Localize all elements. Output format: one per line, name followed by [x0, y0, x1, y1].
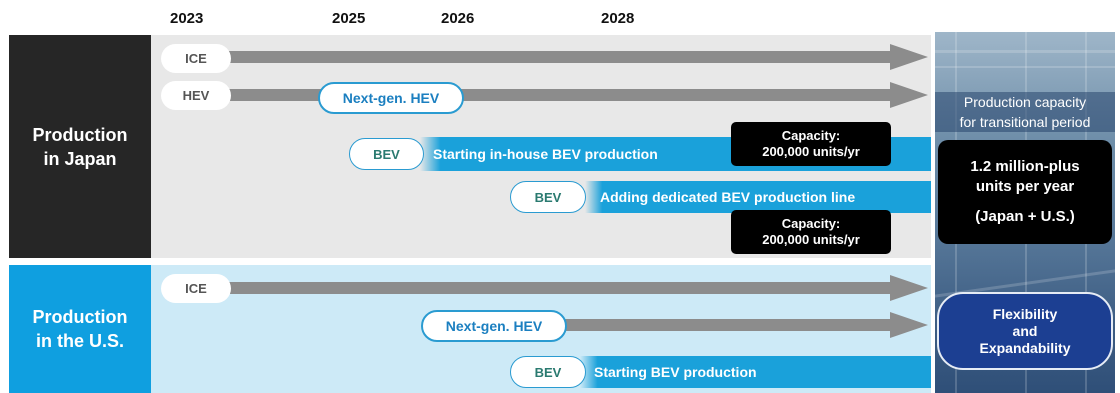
flex-line2: and	[1012, 322, 1038, 339]
us-bev-bar	[580, 356, 931, 388]
japan-hev-arrow	[205, 82, 928, 108]
japan-hev-pill: HEV	[161, 81, 231, 110]
total-capacity-line2: units per year	[975, 178, 1075, 195]
flexibility-box: Flexibility and Expandability	[937, 292, 1113, 370]
japan-bev1-text: Starting in-house BEV production	[433, 146, 658, 162]
japan-bev1-capacity-label: Capacity:	[781, 128, 841, 143]
japan-row-label: Production in Japan	[9, 35, 151, 258]
year-2028: 2028	[601, 10, 635, 27]
us-label-line1: Production	[32, 307, 128, 327]
us-row-label: Production in the U.S.	[9, 265, 151, 393]
japan-label-line2: in Japan	[43, 148, 117, 169]
japan-ice-pill: ICE	[161, 44, 231, 73]
japan-bev1-capacity-value: 200,000 units/yr	[762, 144, 860, 159]
us-hev-arrow	[540, 312, 928, 338]
japan-bev2-capacity-label: Capacity:	[781, 216, 841, 231]
japan-bev2-capacity-box: Capacity: 200,000 units/yr	[731, 210, 891, 254]
us-ice-pill: ICE	[161, 274, 231, 303]
year-2023: 2023	[170, 10, 204, 27]
year-2025: 2025	[332, 10, 366, 27]
japan-bev1-capacity-box: Capacity: 200,000 units/yr	[731, 122, 891, 166]
japan-bev1-pill: BEV	[349, 138, 424, 170]
japan-bev2-capacity-value: 200,000 units/yr	[762, 232, 860, 247]
us-bev-text: Starting BEV production	[594, 364, 757, 380]
japan-bev2-bar	[585, 181, 931, 213]
total-capacity-line3: (Japan + U.S.)	[975, 208, 1075, 225]
japan-bev2-text: Adding dedicated BEV production line	[600, 189, 856, 205]
total-capacity-box: 1.2 million-plus units per year (Japan +…	[938, 140, 1112, 244]
us-label-line2: in the U.S.	[35, 331, 124, 351]
us-ice-arrow	[205, 275, 928, 301]
transitional-capacity-caption: Production capacity for transitional per…	[935, 92, 1115, 132]
us-next-gen-hev-pill: Next-gen. HEV	[421, 310, 567, 342]
us-bev-pill: BEV	[510, 356, 586, 388]
japan-label-line1: Production	[32, 124, 128, 145]
total-capacity-line1: 1.2 million-plus	[970, 158, 1080, 175]
flex-line3: Expandability	[979, 339, 1071, 356]
caption-line1: Production capacity	[963, 94, 1087, 110]
japan-bev2-pill: BEV	[510, 181, 586, 213]
caption-line2: for transitional period	[959, 114, 1091, 130]
japan-next-gen-hev-pill: Next-gen. HEV	[318, 82, 464, 114]
japan-ice-arrow	[205, 44, 928, 70]
year-2026: 2026	[441, 10, 475, 27]
flex-line1: Flexibility	[992, 305, 1058, 322]
